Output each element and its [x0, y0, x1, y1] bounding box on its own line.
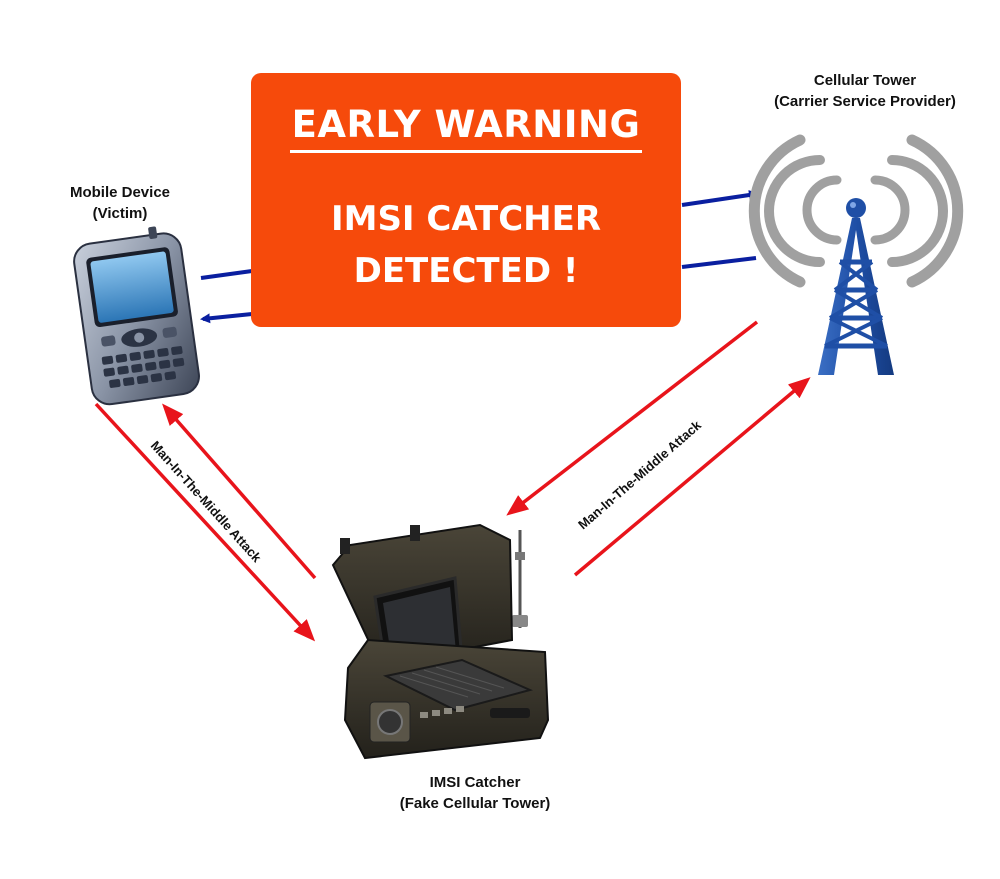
warning-line-2: DETECTED !	[353, 251, 579, 291]
blue-arrow-to-tower	[681, 190, 759, 207]
warning-title: EARLY WARNING	[251, 103, 681, 153]
early-warning-box: EARLY WARNING IMSI CATCHER DETECTED !	[251, 73, 681, 327]
laptop-case-icon	[331, 523, 550, 760]
red-arrow-catcher-to-phone	[162, 403, 317, 580]
right-attack-label: Man-In-The-Middle Attack	[575, 417, 704, 532]
red-arrow-tower-to-catcher	[506, 320, 759, 516]
cellular-tower-subtitle: (Carrier Service Provider)	[774, 93, 956, 110]
blue-arrow-to-phone	[200, 312, 253, 324]
cellular-tower-title: Cellular Tower	[813, 72, 917, 89]
blue-line-from-tower	[681, 256, 757, 269]
imsi-catcher-subtitle: (Fake Cellular Tower)	[399, 795, 551, 812]
red-arrow-phone-to-catcher	[94, 402, 316, 642]
warning-line-1: IMSI CATCHER	[330, 199, 602, 239]
warning-title-text: EARLY WARNING	[289, 103, 643, 153]
imsi-catcher-label: IMSI Catcher (Fake Cellular Tower)	[360, 772, 590, 814]
mobile-device-subtitle: (Victim)	[92, 205, 148, 222]
blue-line-from-phone	[200, 269, 253, 280]
red-arrow-catcher-to-tower	[573, 377, 811, 577]
smartphone-icon	[73, 226, 200, 406]
cellular-tower-label: Cellular Tower (Carrier Service Provider…	[740, 70, 990, 112]
cell-tower-icon	[748, 134, 964, 375]
attack-links	[94, 320, 811, 642]
mobile-device-label: Mobile Device (Victim)	[30, 182, 210, 224]
legit-links	[200, 190, 759, 324]
imsi-catcher-title: IMSI Catcher	[429, 774, 521, 791]
mobile-device-title: Mobile Device	[69, 184, 171, 201]
warning-message: IMSI CATCHER DETECTED !	[251, 193, 681, 297]
